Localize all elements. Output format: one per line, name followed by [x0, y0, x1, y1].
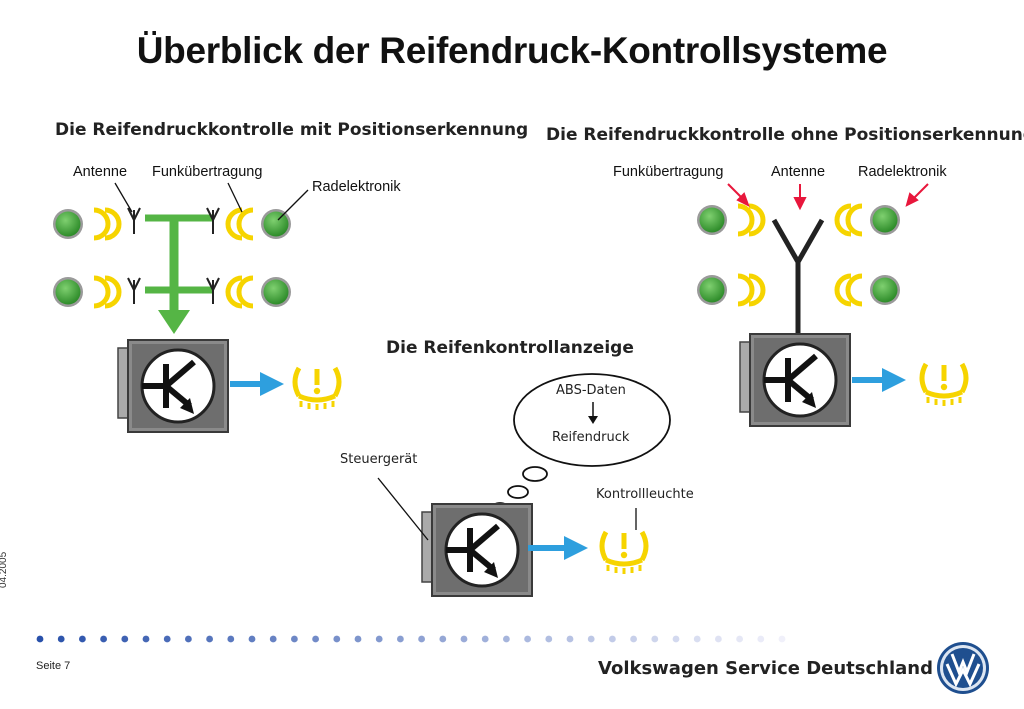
footer-dot — [587, 635, 595, 643]
footer-dot — [312, 635, 319, 643]
footer-dot — [79, 635, 86, 643]
left-tire-pressure-warning-icon — [295, 368, 339, 410]
footer-dot — [651, 635, 659, 643]
left-wheel-sensor-rear-left-icon — [53, 277, 119, 307]
footer-dot — [460, 635, 468, 643]
right-radio-label: Funkübertragung — [613, 164, 724, 180]
control-unit-label: Steuergerät — [340, 452, 418, 467]
footer-dot — [715, 635, 722, 643]
footer-dot — [609, 635, 616, 643]
right-wheel-sensor-front-left-icon — [697, 205, 763, 235]
right-wheel-sensor-rear-left-icon — [697, 275, 763, 305]
footer-dot — [291, 635, 298, 643]
thought-tire-pressure: Reifendruck — [552, 430, 630, 445]
left-wheel-electronics-label: Radelektronik — [312, 179, 401, 195]
footer-dot — [36, 635, 44, 643]
bottom-tire-pressure-warning-icon — [602, 532, 646, 574]
vw-logo-icon — [937, 642, 989, 694]
footer-dot — [418, 635, 425, 643]
thought-abs-data: ABS-Daten — [556, 383, 626, 398]
bottom-control-unit-icon — [422, 504, 532, 596]
footer-dot — [439, 635, 447, 643]
footer-dot — [269, 635, 277, 643]
bottom-label-pointers — [377, 477, 637, 541]
footer-brand: Volkswagen Service Deutschland — [598, 658, 933, 679]
right-blue-arrow — [852, 368, 906, 392]
footer-dot — [693, 635, 701, 643]
footer-dot — [100, 635, 107, 643]
footer-dot — [57, 635, 65, 643]
footer-dot — [354, 635, 362, 643]
bottom-blue-arrow — [528, 536, 588, 560]
right-antenna-label: Antenne — [771, 164, 826, 180]
footer-dot — [757, 635, 765, 643]
footer-dot — [503, 635, 510, 643]
footer-dot-row — [36, 635, 786, 643]
footer-dot — [566, 635, 574, 643]
footer-dot — [163, 635, 171, 643]
left-green-bus — [145, 214, 212, 334]
page-title: Überblick der Reifendruck-Kontrollsystem… — [136, 30, 888, 71]
footer-date: 04.2005 — [0, 551, 9, 588]
left-wheel-sensor-front-right-icon — [228, 209, 291, 239]
footer-dot — [333, 635, 341, 643]
footer-dot — [778, 635, 786, 643]
footer-dot — [630, 635, 637, 643]
left-wheel-sensor-rear-right-icon — [228, 277, 291, 307]
footer-dot — [736, 635, 743, 643]
left-blue-arrow — [230, 372, 284, 396]
left-system-heading: Die Reifendruckkontrolle mit Positionser… — [55, 120, 529, 140]
footer-dot — [481, 635, 489, 643]
footer-dot — [121, 635, 129, 643]
warning-lamp-label: Kontrollleuchte — [596, 487, 694, 502]
thought-arrow — [588, 402, 598, 424]
left-radio-label: Funkübertragung — [152, 164, 263, 180]
left-antenna-label: Antenne — [73, 164, 128, 180]
footer-page-number: Seite 7 — [36, 660, 71, 672]
right-wheel-sensor-front-right-icon — [837, 205, 900, 235]
footer-dot — [142, 635, 150, 643]
display-system-heading: Die Reifenkontrollanzeige — [386, 338, 634, 358]
footer-dot — [375, 635, 383, 643]
right-wheel-electronics-label: Radelektronik — [858, 164, 947, 180]
left-wheel-sensor-front-left-icon — [53, 209, 119, 239]
right-system-heading: Die Reifendruckkontrolle ohne Positionse… — [546, 125, 1024, 145]
footer-dot — [545, 635, 553, 643]
right-tire-pressure-warning-icon — [922, 364, 966, 406]
left-control-unit-icon — [118, 340, 228, 432]
right-antenna-icon — [771, 218, 825, 336]
right-red-pointers — [727, 183, 929, 211]
footer-dot — [206, 635, 214, 643]
left-label-pointers — [114, 182, 309, 221]
footer-dot — [227, 635, 235, 643]
footer-dot — [672, 635, 680, 643]
footer-dot — [397, 635, 404, 643]
footer-dot — [185, 635, 192, 643]
footer-dot — [524, 635, 531, 643]
footer-dot — [248, 635, 256, 643]
right-wheel-sensor-rear-right-icon — [837, 275, 900, 305]
right-control-unit-icon — [740, 334, 850, 426]
